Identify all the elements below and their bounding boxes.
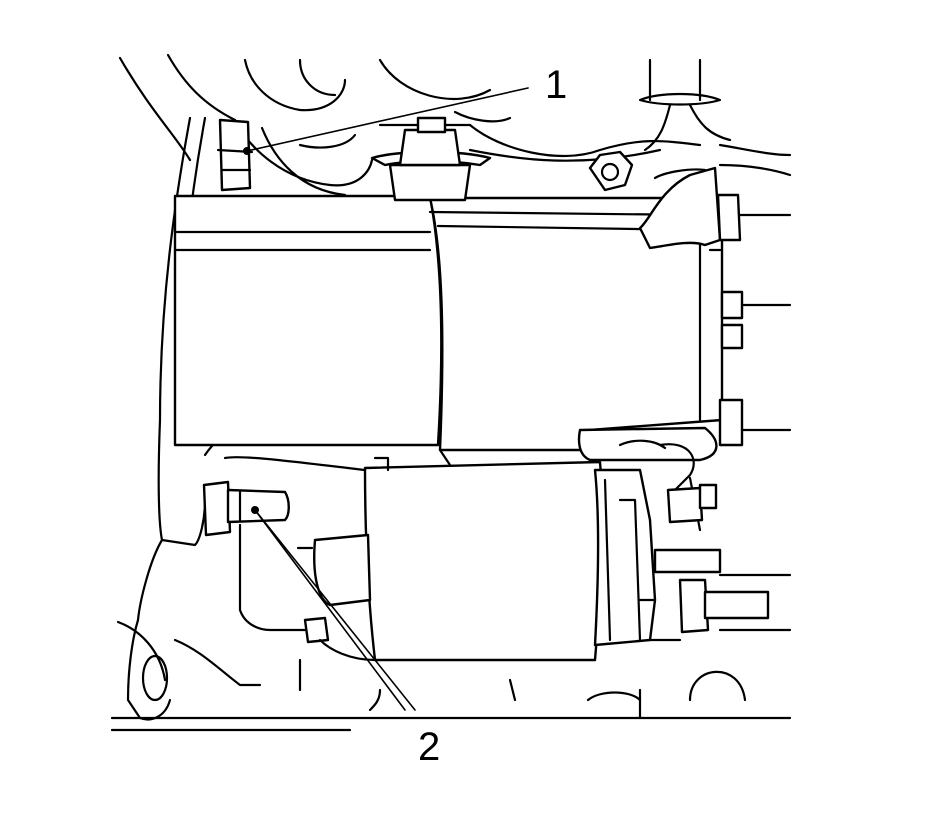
callout-2-leader-a [254,509,406,711]
callout-1-label: 1 [545,63,567,107]
lower-mounting-bolt [202,480,290,537]
callout-2-label: 2 [418,725,440,769]
callout-2-leader-b [254,509,416,711]
callout-leaders [243,87,529,711]
callout-1-dot [243,147,251,155]
starter-motor-housing [173,166,744,532]
lower-engine-block [110,523,792,732]
callout-2-dot [251,506,259,514]
upper-mounting-bolt [216,118,254,192]
engine-block-background [118,53,792,432]
callout-1-leader [246,87,529,152]
solenoid-terminal [370,116,492,202]
starter-drive-section [223,448,792,662]
